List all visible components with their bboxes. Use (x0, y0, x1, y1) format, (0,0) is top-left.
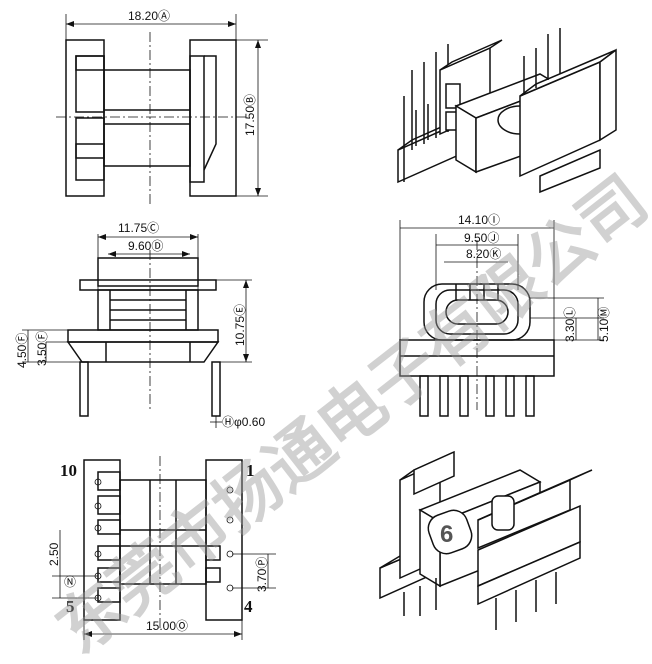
dim-pitch-2-50: 2.50 (47, 542, 61, 566)
dim-width-11-75: 11.75Ⓒ (118, 221, 159, 235)
iso-badge-number: 6 (440, 521, 453, 548)
dim-height-10-75: 10.75Ⓔ (233, 304, 247, 346)
pitch-marker: Ⓝ (64, 575, 76, 589)
dim-right-3-30: 3.30Ⓛ (563, 307, 577, 342)
iso-view-top (397, 28, 617, 194)
dim-left-3-50: 3.50Ⓕ (35, 331, 49, 366)
watermark: 东莞市扬通电子有限公司 (42, 161, 652, 664)
dim-width-15-00: 15.00Ⓞ (146, 619, 188, 633)
iso-view-bottom: 6 (379, 450, 593, 630)
dim-width-9-60: 9.60Ⓓ (128, 239, 163, 253)
pin-label-10: 10 (60, 461, 77, 480)
dim-width-8-20: 8.20Ⓚ (466, 247, 501, 261)
dim-width-18-20: 18.20Ⓐ (128, 9, 170, 23)
watermark-text: 东莞市扬通电子有限公司 (42, 161, 652, 664)
dim-row-3-70: 3.70Ⓟ (255, 557, 269, 592)
dim-width-14-10: 14.10Ⓘ (458, 213, 500, 227)
top-view: 18.20Ⓐ 17.50Ⓑ (56, 9, 268, 206)
bottom-view: 10 1 5 4 2.50 (47, 456, 276, 640)
dim-left-4-50: 4.50Ⓕ (15, 333, 29, 368)
pin-label-4: 4 (244, 597, 253, 616)
pin-label-1: 1 (246, 461, 255, 480)
dim-right-5-10: 5.10Ⓜ (597, 307, 611, 342)
front-view: 11.75Ⓒ 9.60Ⓓ 10.75Ⓔ (15, 221, 265, 429)
pin-label-5: 5 (66, 597, 75, 616)
side-view: 14.10Ⓘ 9.50Ⓙ 8.20Ⓚ 3.30Ⓛ 5.10Ⓜ (399, 213, 611, 417)
dim-pin-diameter: Ⓗφ0.60 (222, 415, 265, 429)
dim-width-9-50: 9.50Ⓙ (464, 231, 499, 245)
dim-height-17-50: 17.50Ⓑ (243, 94, 257, 136)
